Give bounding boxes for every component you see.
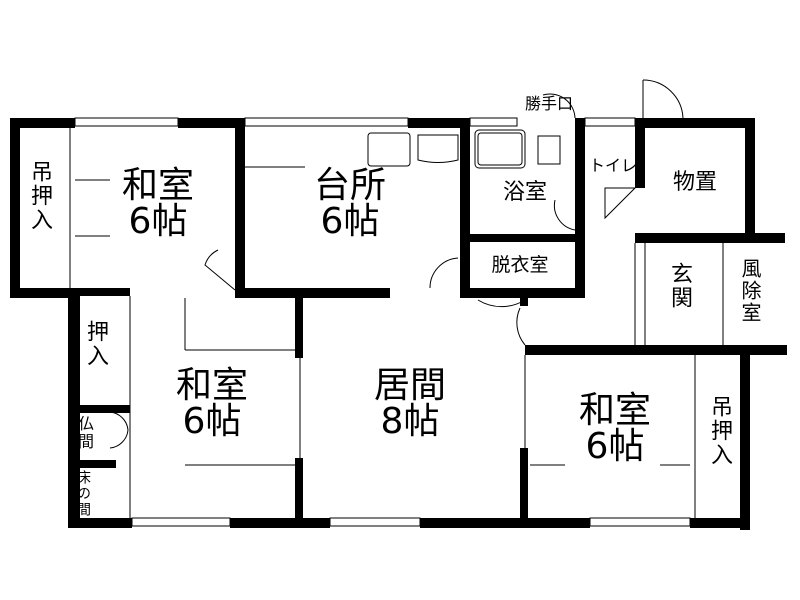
room-kitchen: 台所 6帖 [300, 168, 400, 240]
closet-se: 吊押入 [707, 395, 732, 467]
room-entrance: 玄関 [667, 262, 692, 310]
room-size: 6帖 [182, 401, 242, 442]
room-toilet: トイレ [588, 156, 637, 175]
room-name: 居間 [373, 365, 446, 406]
room-name: 和室 [578, 390, 651, 431]
closet-nw: 吊押入 [27, 160, 52, 232]
room-name: 台所 [313, 165, 386, 206]
room-name: 和室 [121, 165, 194, 206]
room-bath: 浴室 [502, 180, 547, 205]
room-dressing: 脱衣室 [491, 254, 549, 276]
closet-w: 押入 [83, 320, 108, 368]
back-door-label: 勝手口 [525, 94, 574, 113]
room-size: 6帖 [585, 426, 645, 467]
room-storage: 物置 [672, 170, 717, 195]
room-washitsu-w: 和室 6帖 [162, 368, 262, 440]
tokonoma: 床の間 [75, 470, 91, 518]
room-size: 6帖 [320, 201, 380, 242]
room-windbreak: 風除室 [738, 258, 762, 324]
room-washitsu-se: 和室 6帖 [565, 393, 665, 465]
room-size: 8帖 [380, 401, 440, 442]
room-size: 6帖 [128, 201, 188, 242]
butsuma: 仏間 [75, 415, 94, 451]
room-washitsu-nw: 和室 6帖 [108, 168, 208, 240]
room-name: 和室 [175, 365, 248, 406]
room-living: 居間 8帖 [360, 368, 460, 440]
